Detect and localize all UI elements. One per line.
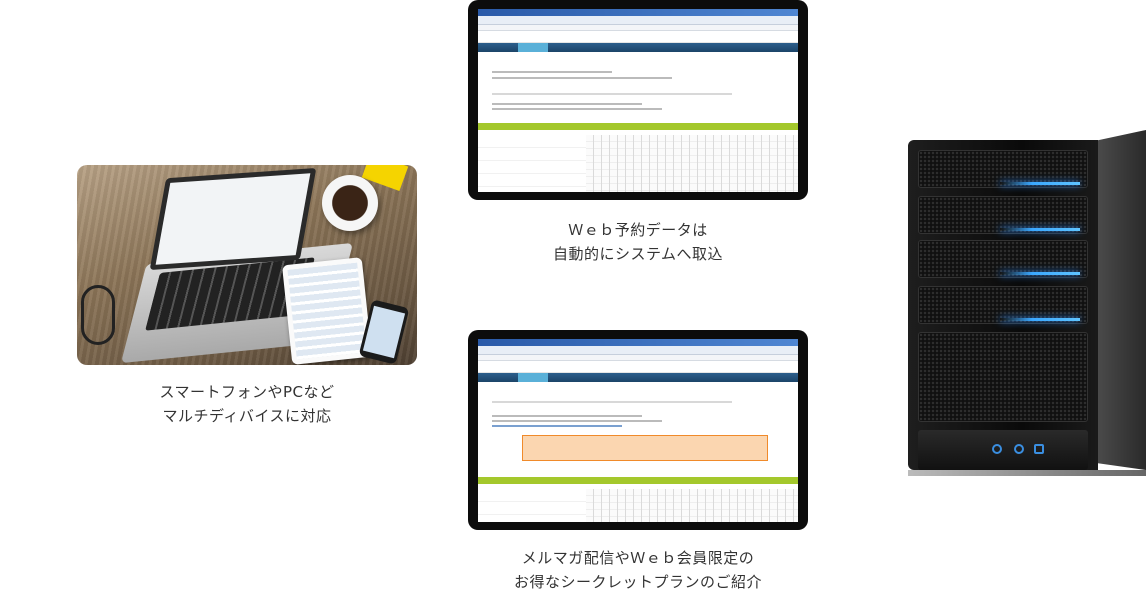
multi-device-caption: スマートフォンやPCなど マルチディバイスに対応 [77, 380, 417, 428]
server-image [908, 130, 1146, 476]
search-row [492, 77, 672, 79]
secret-plan-caption-line1: メルマガ配信やＷｅｂ会員限定の [521, 549, 755, 567]
browser-title-bar [478, 9, 798, 16]
secret-plan-monitor [468, 330, 808, 530]
booking-screen-image [478, 9, 798, 192]
power-icon [992, 444, 1002, 454]
secret-plan-caption: メルマガ配信やＷｅｂ会員限定の お得なシークレットプランのご紹介 [468, 546, 808, 594]
notice-text [492, 103, 642, 105]
server-led-light [1000, 318, 1080, 321]
browser-address-bar [478, 16, 798, 25]
member-notice-box [522, 435, 768, 461]
notice-text [492, 108, 662, 110]
calendar-header-bar [478, 123, 798, 130]
glasses-image [81, 285, 115, 345]
browser-menu-bar [478, 355, 798, 361]
calendar-header-bar [478, 477, 798, 484]
browser-address-bar [478, 346, 798, 355]
server-drive-bay [918, 286, 1088, 324]
browser-title-bar [478, 339, 798, 346]
site-header [478, 361, 798, 373]
site-nav-bar [478, 373, 798, 382]
filter-row [492, 401, 732, 403]
server-control-panel [918, 430, 1088, 470]
server-led-light [1000, 182, 1080, 185]
booking-monitor [468, 0, 808, 200]
multi-device-caption-line2: マルチディバイスに対応 [162, 407, 332, 425]
booking-caption-line1: Ｗｅｂ予約データは [568, 221, 708, 239]
plan-list [478, 135, 586, 192]
secret-plan-caption-line2: お得なシークレットプランのご紹介 [513, 573, 762, 591]
site-header [478, 31, 798, 43]
notice-text [492, 415, 642, 417]
availability-calendar [586, 135, 798, 192]
multi-device-caption-line1: スマートフォンやPCなど [159, 383, 335, 401]
server-drive-bay [918, 150, 1088, 188]
booking-caption: Ｗｅｂ予約データは 自動的にシステムへ取込 [468, 218, 808, 266]
multi-device-photo [77, 165, 417, 365]
coffee-cup-image [322, 175, 378, 231]
tablet-image [281, 257, 373, 365]
server-side-panel [1098, 130, 1146, 470]
plan-list [478, 489, 586, 522]
server-led-light [1000, 272, 1080, 275]
server-led-light [1000, 228, 1080, 231]
server-drive-bay [918, 240, 1088, 278]
server-drive-bay [918, 332, 1088, 422]
notice-text [492, 420, 662, 422]
secret-plan-screen-image [478, 339, 798, 522]
network-icon [1014, 444, 1024, 454]
notice-link [492, 425, 622, 427]
booking-caption-line2: 自動的にシステムへ取込 [552, 245, 724, 263]
search-row [492, 71, 612, 73]
server-base [908, 470, 1146, 476]
site-nav-bar [478, 43, 798, 52]
availability-calendar [586, 489, 798, 522]
drive-icon [1034, 444, 1044, 454]
filter-row [492, 93, 732, 95]
server-drive-bay [918, 196, 1088, 234]
server-front-panel [908, 140, 1098, 470]
laptop-screen-image [149, 167, 317, 271]
browser-menu-bar [478, 25, 798, 31]
